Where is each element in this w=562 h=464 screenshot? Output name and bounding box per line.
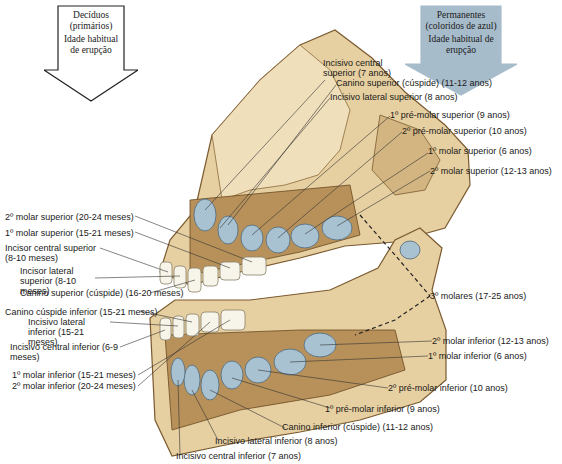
header-title: Decíduos (primários) bbox=[59, 10, 123, 32]
tooth-label: 1º pré-molar inferior (9 anos) bbox=[325, 404, 440, 414]
tooth-label: Incisivo lateral inferior (8 anos) bbox=[215, 436, 338, 446]
mandible-cutaway bbox=[165, 330, 405, 430]
tooth-label: 2º pré-molar superior (10 anos) bbox=[402, 126, 527, 136]
tooth-label: Canino superior (cúspide) (11-12 anos) bbox=[336, 78, 492, 88]
header-text-group: Permanentes (coloridos de azul)Idade hab… bbox=[421, 10, 501, 56]
tooth-label: Canino superior (cúspide) (16-20 meses) bbox=[20, 288, 184, 298]
tooth-label: 2º pré-molar inferior (10 anos) bbox=[388, 383, 508, 393]
arrow-outline bbox=[44, 6, 138, 101]
tooth-label: 2º molar inferior (20-24 meses) bbox=[12, 381, 136, 391]
header-subtitle: Idade habitual de erupção bbox=[421, 34, 501, 56]
tooth-label: 2º molar superior (12-13 anos) bbox=[430, 166, 552, 176]
tooth-label: 1º molar superior (15-21 meses) bbox=[5, 228, 134, 238]
tooth-label: Incisor central superior (8-10 meses) bbox=[5, 243, 105, 263]
tooth-label: Incisivo central superior (7 anos) bbox=[323, 58, 403, 78]
mandible-bone bbox=[150, 228, 446, 456]
tooth-label: 1º molar inferior (6 anos) bbox=[428, 351, 527, 361]
deciduous-header-arrow: Decíduos (primários)Idade habitual de er… bbox=[44, 4, 138, 102]
header-subtitle: Idade habitual de erupção bbox=[59, 34, 123, 56]
tooth-label: 2º molar inferior (12-13 anos) bbox=[432, 336, 549, 346]
tooth-label: Incisivo lateral superior (8 anos) bbox=[330, 92, 458, 102]
tooth-label: 2º molar superior (20-24 meses) bbox=[5, 212, 134, 222]
tooth-label: Canino cúspide inferior (15-21 meses) bbox=[5, 307, 158, 317]
header-text-group: Decíduos (primários)Idade habitual de er… bbox=[59, 10, 123, 56]
tooth-label: 1º molar superior (6 anos) bbox=[428, 146, 532, 156]
tooth-label: Canino inferior (cúspide) (11-12 anos) bbox=[282, 422, 433, 432]
tooth-label: Incisivo central inferior (6-9 meses) bbox=[10, 342, 122, 362]
tooth-label: Incisivo central inferior (7 anos) bbox=[176, 451, 301, 461]
tooth-label: 1º pré-molar superior (9 anos) bbox=[390, 110, 510, 120]
tooth-label: 1º molar inferior (15-21 meses) bbox=[12, 370, 136, 380]
header-title: Permanentes (coloridos de azul) bbox=[421, 10, 501, 32]
tooth-label: 3º molares (17-25 anos) bbox=[430, 291, 526, 301]
